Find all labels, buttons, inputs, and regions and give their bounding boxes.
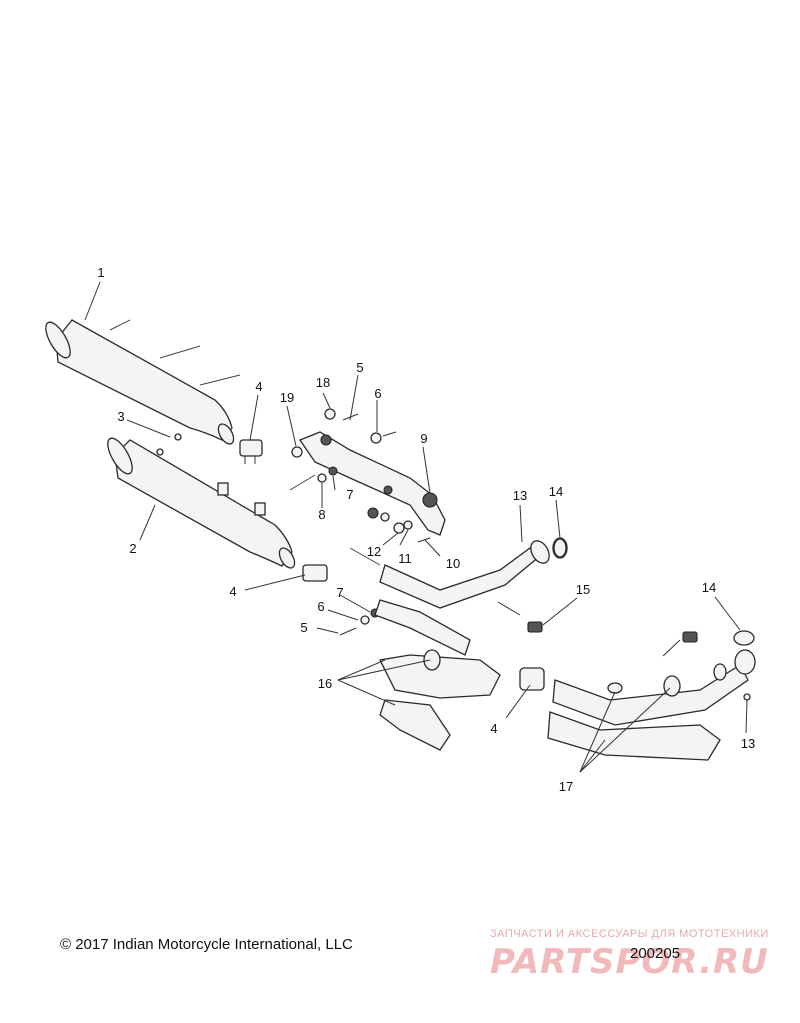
callout-1: 1 (97, 265, 104, 280)
callout-17: 17 (559, 779, 573, 794)
muffler-upper (45, 319, 241, 445)
callout-4-lower: 4 (229, 584, 236, 599)
clamp-upper (239, 439, 263, 464)
leader-lines (84, 281, 748, 773)
mounting-bracket (299, 431, 446, 536)
callout-7-upper: 7 (346, 487, 353, 502)
gasket-rear (733, 630, 755, 646)
callout-3: 3 (117, 409, 124, 424)
callout-2: 2 (129, 541, 136, 556)
callout-7-lower: 7 (336, 585, 343, 600)
callout-4-upper: 4 (255, 379, 262, 394)
callout-labels: 1 2 3 4 4 4 5 5 6 6 7 7 8 9 10 11 12 13 … (97, 265, 755, 794)
callout-6-lower: 6 (317, 599, 324, 614)
callout-14-front: 14 (549, 484, 563, 499)
clamp-right (519, 667, 545, 691)
callout-9: 9 (420, 431, 427, 446)
callout-10: 10 (446, 556, 460, 571)
callout-19: 19 (280, 390, 294, 405)
diagram-number: 200205 (630, 945, 681, 962)
muffler-lower (107, 437, 296, 569)
hardware-set (174, 408, 431, 636)
copyright-notice: © 2017 Indian Motorcycle International, … (60, 936, 353, 953)
callout-5-upper: 5 (356, 360, 363, 375)
callout-4-right: 4 (490, 721, 497, 736)
watermark-tagline: ЗАПЧАСТИ И АКСЕССУАРЫ ДЛЯ МОТОТЕХНИКИ (490, 928, 769, 940)
callout-11: 11 (398, 551, 412, 566)
callout-16: 16 (318, 676, 332, 691)
callout-18: 18 (316, 375, 330, 390)
clamp-lower (302, 564, 328, 582)
callout-13-rear: 13 (741, 736, 755, 751)
callout-14-rear: 14 (702, 580, 716, 595)
callout-13-front: 13 (513, 488, 527, 503)
callout-6-upper: 6 (374, 386, 381, 401)
callout-15: 15 (576, 582, 590, 597)
oxygen-sensor-rear (662, 631, 698, 657)
oxygen-sensor-front (497, 601, 543, 633)
gasket-front (553, 538, 567, 558)
watermark-logo: PARTSPOR.RU (490, 942, 769, 982)
callout-8: 8 (318, 507, 325, 522)
callout-5-lower: 5 (300, 620, 307, 635)
callout-12: 12 (367, 544, 381, 559)
pipe-sections (379, 649, 501, 751)
